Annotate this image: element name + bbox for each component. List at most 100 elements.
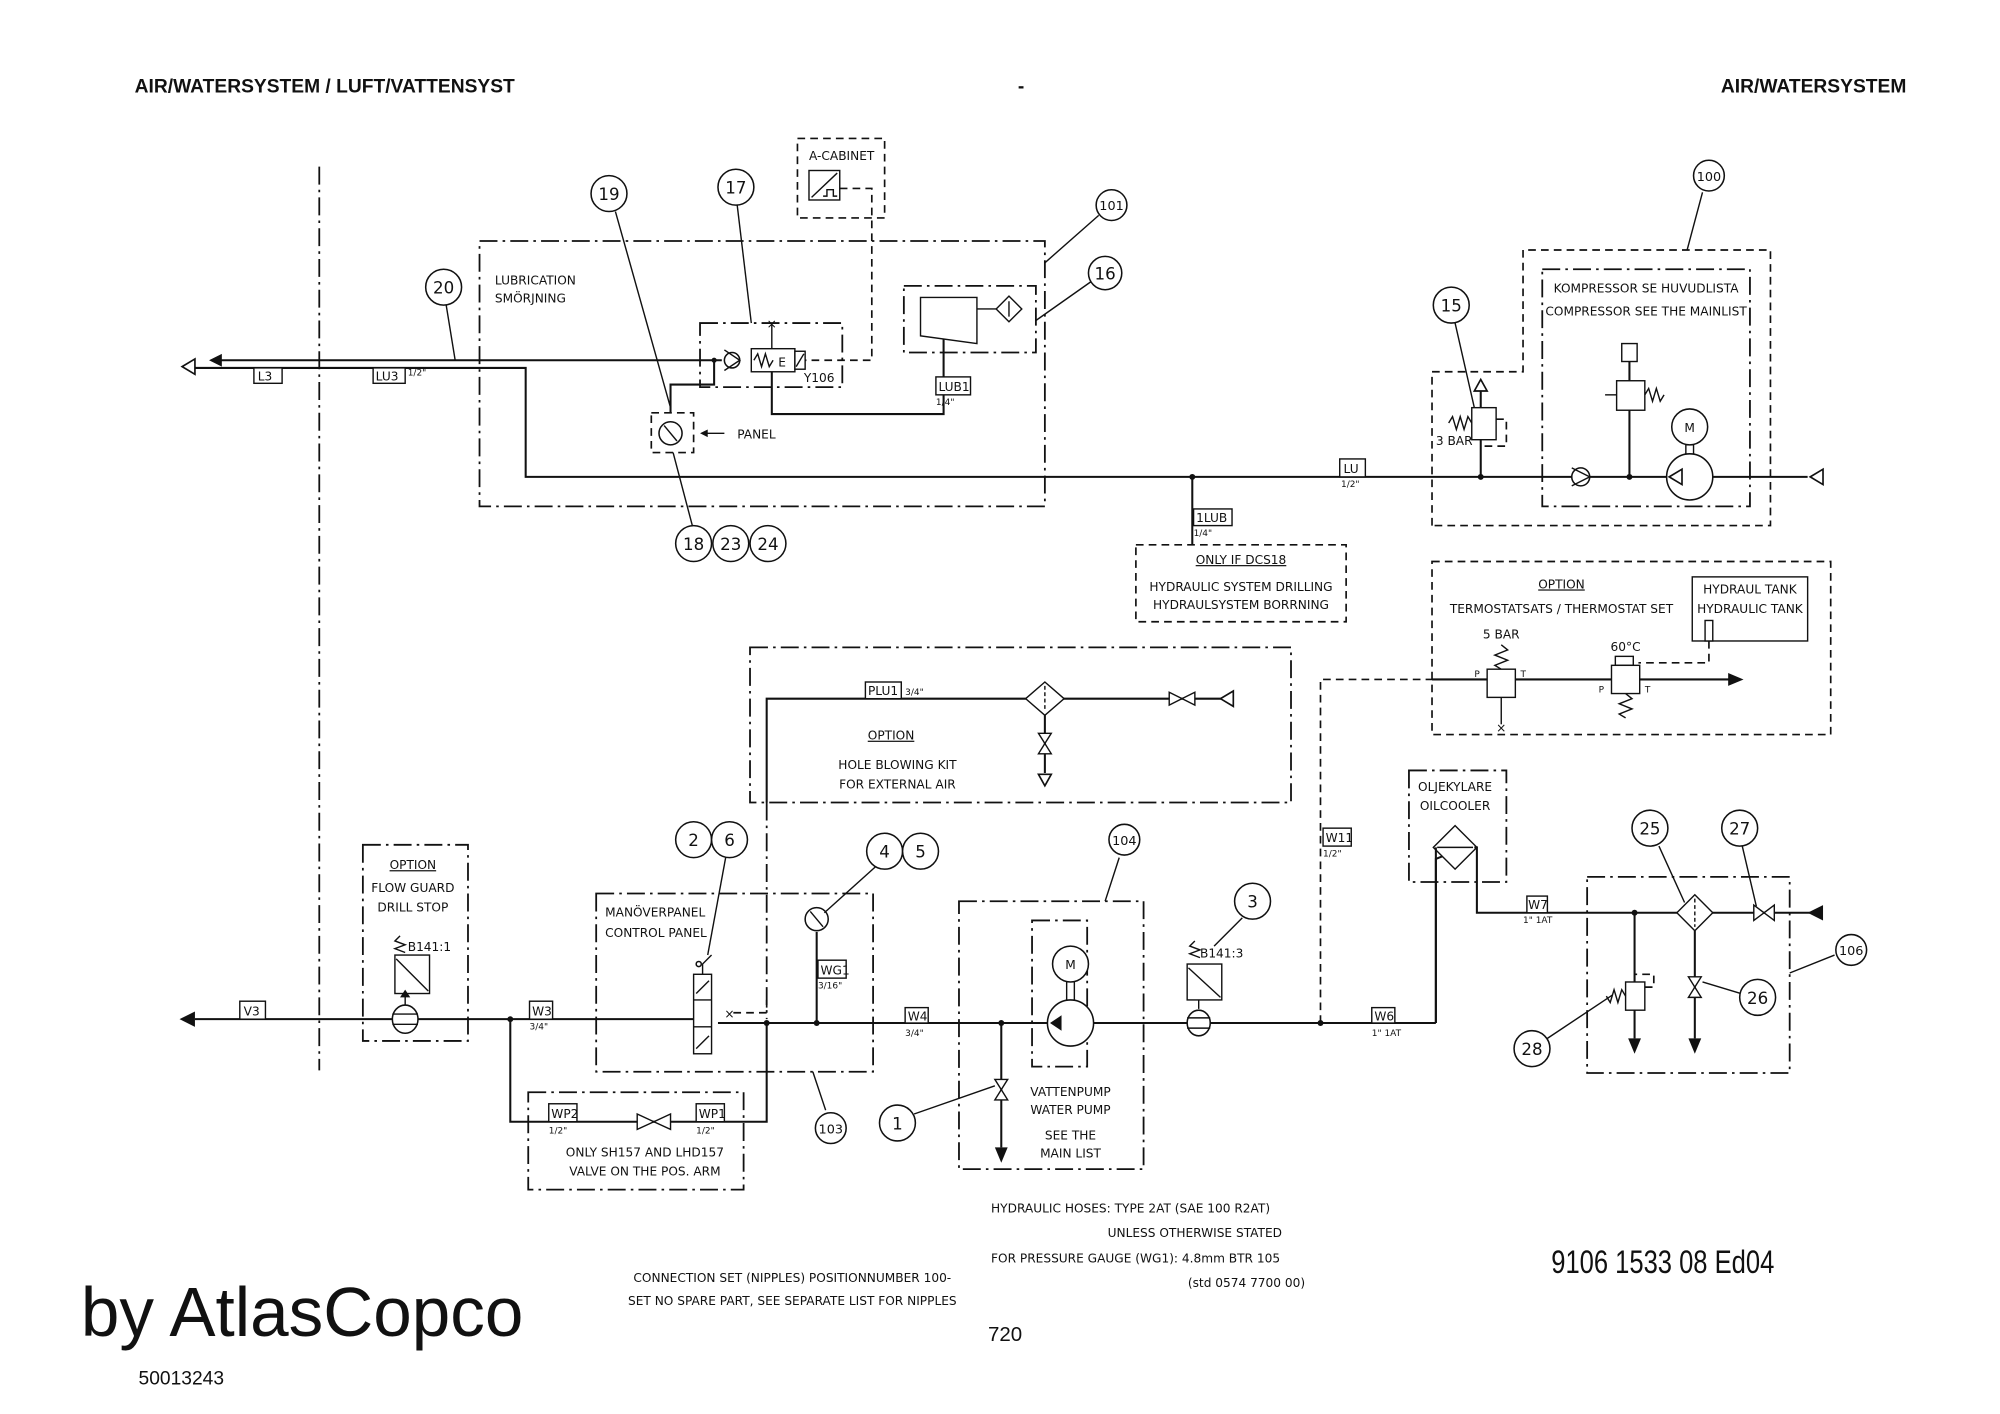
hose-label-w11: W11 xyxy=(1326,831,1354,845)
callouts: 20 19 17 18 23 24 101 16 15 100 2 6 4 5 … xyxy=(424,159,1868,1145)
water-pump-label: SEE THE xyxy=(1045,1129,1096,1143)
valve-id: Y106 xyxy=(803,371,835,385)
only-sh157-line: ONLY SH157 AND LHD157 xyxy=(566,1145,724,1159)
plug-icon: × xyxy=(724,1007,734,1021)
svg-text:26: 26 xyxy=(1747,989,1768,1008)
valve-icon xyxy=(1037,732,1053,755)
svg-text:16: 16 xyxy=(1095,264,1116,283)
water-pump-label: VATTENPUMP xyxy=(1030,1085,1110,1099)
hose-size-w3: 3/4" xyxy=(530,1022,549,1032)
hose-size-w4: 3/4" xyxy=(905,1029,924,1039)
only-sh157-line: VALVE ON THE POS. ARM xyxy=(569,1165,720,1179)
arrow-left-icon xyxy=(209,353,222,367)
hole-blowing-line: FOR EXTERNAL AIR xyxy=(839,777,956,791)
svg-text:24: 24 xyxy=(757,535,778,554)
callout-28: 28 xyxy=(1513,1029,1551,1068)
arrow-open-left-icon xyxy=(1808,467,1824,487)
hose-label-1lub: 1LUB xyxy=(1196,511,1227,525)
callout-16: 16 xyxy=(1087,255,1123,291)
note-connection-2: SET NO SPARE PART, SEE SEPARATE LIST FOR… xyxy=(628,1294,957,1308)
relief-pressure: 3 BAR xyxy=(1436,434,1473,448)
arrow-left-icon xyxy=(700,429,708,438)
callout-24: 24 xyxy=(749,524,787,563)
shutoff-valve-icon xyxy=(1762,903,1776,922)
arrow-left-icon xyxy=(179,1011,195,1027)
flow-meter-icon xyxy=(1186,1009,1212,1037)
hose-label-wg1: WG1 xyxy=(821,963,850,977)
motor-label: M xyxy=(1684,421,1695,435)
thermostat-temperature: 60°C xyxy=(1611,640,1641,654)
flow-guard-title: OPTION xyxy=(390,858,437,872)
callout-19: 19 xyxy=(590,174,628,213)
lubrication-circuit: LUBRICATION SMÖRJNING L3 LU3 1/2" A-CABI… xyxy=(180,137,1824,623)
unloader-valve-icon xyxy=(1615,380,1646,411)
hole-blowing-box xyxy=(749,646,1292,804)
only-if-line: HYDRAULSYSTEM BORRNING xyxy=(1153,598,1329,612)
panel-label: PANEL xyxy=(737,427,776,441)
callout-17: 17 xyxy=(717,168,755,206)
hose-size-wp2: 1/2" xyxy=(549,1126,568,1136)
callout-2: 2 xyxy=(674,820,713,859)
control-panel-label: CONTROL PANEL xyxy=(605,926,707,940)
lubrication-label: LUBRICATION xyxy=(495,274,576,288)
arrow-down-icon xyxy=(994,1147,1008,1163)
hose-label-w3: W3 xyxy=(532,1004,552,1018)
only-if-dcs18-box xyxy=(1135,543,1347,623)
hose-size-w6: 1" 1AT xyxy=(1372,1029,1402,1039)
note-hoses-2: UNLESS OTHERWISE STATED xyxy=(1108,1226,1282,1240)
callout-6: 6 xyxy=(710,820,749,859)
svg-text:28: 28 xyxy=(1521,1040,1542,1059)
motor-label: M xyxy=(1065,958,1076,972)
svg-text:27: 27 xyxy=(1729,820,1750,839)
hose-label-wp1: WP1 xyxy=(699,1107,726,1121)
svg-text:2: 2 xyxy=(688,831,699,850)
motor-icon xyxy=(1670,408,1709,446)
arrow-open-down-icon xyxy=(1037,773,1053,788)
flow-meter-icon xyxy=(391,1004,419,1035)
callout-101: 101 xyxy=(1095,188,1128,222)
arrow-open-left-icon xyxy=(1218,689,1235,708)
svg-text:4: 4 xyxy=(879,843,890,862)
note-hoses-3: FOR PRESSURE GAUGE (WG1): 4.8mm BTR 105 xyxy=(991,1252,1280,1266)
hose-size-wp1: 1/2" xyxy=(696,1126,715,1136)
hose-label-w6: W6 xyxy=(1374,1009,1394,1023)
hose-label-lu: LU xyxy=(1344,462,1359,476)
arrow-left-icon xyxy=(1807,905,1824,921)
hose-size-wg1: 3/16" xyxy=(818,981,842,991)
callout-100: 100 xyxy=(1692,159,1726,192)
a-cabinet-box xyxy=(796,137,886,219)
a-cabinet-label: A-CABINET xyxy=(809,149,875,163)
callout-18: 18 xyxy=(674,524,713,563)
water-pump-icon xyxy=(1046,999,1095,1047)
only-if-line: HYDRAULIC SYSTEM DRILLING xyxy=(1149,580,1332,594)
note-hoses-4: (std 0574 7700 00) xyxy=(1188,1276,1305,1290)
hole-blowing-line: HOLE BLOWING KIT xyxy=(838,758,957,772)
svg-text:6: 6 xyxy=(724,831,735,850)
water-pump-box xyxy=(958,900,1145,1171)
sensor-b141-3: B141:3 xyxy=(1200,947,1243,961)
watermark: by AtlasCopco xyxy=(81,1273,523,1351)
svg-text:5: 5 xyxy=(915,843,926,862)
svg-text:23: 23 xyxy=(720,535,741,554)
svg-text:15: 15 xyxy=(1441,297,1462,316)
flow-guard-box xyxy=(361,843,469,1042)
svg-text:17: 17 xyxy=(725,179,746,198)
hose-size-w7: 1" 1AT xyxy=(1523,916,1553,926)
plug-icon: × xyxy=(1496,721,1506,735)
callout-leaders xyxy=(445,192,1835,1115)
oilcooler-box xyxy=(1408,769,1508,883)
sensor-b141-1: B141:1 xyxy=(408,940,451,954)
oilcooler-label: OLJEKYLARE xyxy=(1418,780,1492,794)
water-pump-label: WATER PUMP xyxy=(1030,1103,1110,1117)
hydraulic-tank-label: HYDRAULIC TANK xyxy=(1697,602,1804,616)
lubrication-label-sv: SMÖRJNING xyxy=(495,290,566,306)
callout-15: 15 xyxy=(1432,286,1470,324)
thermostat-subtitle: TERMOSTATSATS / THERMOSTAT SET xyxy=(1449,602,1674,616)
solenoid-glyph: E xyxy=(778,356,786,370)
page-number: 720 xyxy=(988,1323,1022,1346)
control-panel-box xyxy=(595,892,874,1073)
callout-23: 23 xyxy=(712,524,750,563)
hose-size-lu: 1/2" xyxy=(1341,480,1360,490)
svg-text:20: 20 xyxy=(433,279,454,298)
callout-5: 5 xyxy=(901,832,940,870)
